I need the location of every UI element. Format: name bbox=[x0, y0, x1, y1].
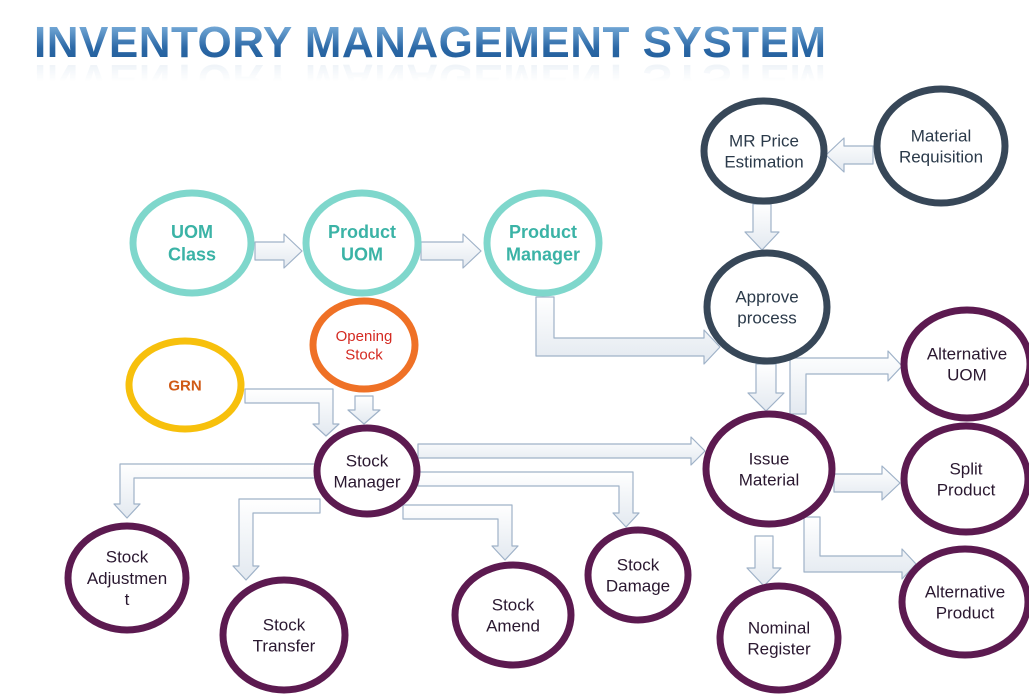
issue-material-circle bbox=[702, 410, 836, 528]
alternative-product-label-1: Alternative bbox=[925, 582, 1005, 601]
alternative-uom-label-2: UOM bbox=[947, 366, 987, 385]
product-uom-label-2: UOM bbox=[341, 245, 383, 265]
node-grn: GRN bbox=[125, 337, 245, 433]
title-block: INVENTORY MANAGEMENT SYSTEM INVENTORY MA… bbox=[34, 18, 827, 104]
product-manager-label-2: Manager bbox=[506, 245, 580, 265]
arrows-layer bbox=[113, 137, 917, 587]
nominal-register-label-2: Register bbox=[747, 640, 811, 659]
arrow-mr-price-to-approve bbox=[744, 203, 780, 251]
stock-manager-circle bbox=[313, 424, 421, 518]
opening-stock-label-2: Stock bbox=[345, 347, 383, 364]
stock-adjustment-label-3: t bbox=[125, 590, 130, 609]
mr-price-estimation-label-2: Estimation bbox=[724, 153, 803, 172]
stock-damage-label-2: Damage bbox=[606, 577, 670, 596]
arrow-stock-manager-to-stock-adjustment bbox=[113, 463, 319, 519]
arrow-issue-material-to-nominal-register bbox=[746, 535, 782, 587]
arrow-stock-manager-to-issue-material bbox=[417, 436, 706, 466]
material-requisition-label-2: Requisition bbox=[899, 148, 983, 167]
stock-amend-label-1: Stock bbox=[492, 595, 535, 614]
approve-process-label-2: process bbox=[737, 309, 797, 328]
issue-material-label-2: Material bbox=[739, 471, 799, 490]
split-product-circle bbox=[900, 422, 1029, 536]
arrow-product-uom-to-product-manager bbox=[420, 233, 482, 269]
mr-price-estimation-circle bbox=[700, 97, 828, 205]
alternative-uom-circle bbox=[900, 306, 1029, 422]
arrow-product-manager-to-approve bbox=[535, 296, 721, 365]
approve-process-label-1: Approve bbox=[735, 287, 798, 306]
product-manager-circle bbox=[483, 189, 603, 297]
arrow-opening-stock-to-stock-manager bbox=[347, 395, 381, 425]
nodes-layer: UOMClassProductUOMProductManagerOpeningS… bbox=[64, 85, 1029, 694]
product-manager-label-1: Product bbox=[509, 222, 577, 242]
arrow-stock-manager-to-stock-amend bbox=[402, 504, 519, 561]
stock-damage-label-1: Stock bbox=[617, 555, 660, 574]
alternative-product-circle bbox=[898, 545, 1029, 659]
stock-adjustment-label-1: Stock bbox=[106, 548, 149, 567]
approve-process-circle bbox=[703, 249, 831, 365]
arrow-approve-to-issue-material bbox=[747, 363, 785, 412]
stock-adjustment-circle bbox=[64, 522, 190, 634]
mr-price-estimation-label-1: MR Price bbox=[729, 131, 799, 150]
arrow-issue-material-to-alternative-product bbox=[803, 516, 917, 580]
uom-class-circle bbox=[129, 189, 255, 297]
arrow-issue-material-to-split-product bbox=[833, 465, 901, 501]
uom-class-label-1: UOM bbox=[171, 222, 213, 242]
arrow-uom-class-to-product-uom bbox=[254, 233, 303, 269]
stock-transfer-circle bbox=[219, 576, 349, 694]
stock-transfer-label-1: Stock bbox=[263, 615, 306, 634]
split-product-label-2: Product bbox=[937, 481, 996, 500]
arrow-material-requisition-to-mr-price bbox=[825, 137, 874, 173]
arrow-grn-to-stock-manager bbox=[244, 388, 340, 437]
arrow-stock-manager-to-stock-transfer bbox=[232, 498, 321, 581]
nominal-register-circle bbox=[716, 582, 842, 694]
arrow-issue-material-to-alternative-uom bbox=[789, 350, 903, 415]
stock-manager-label-1: Stock bbox=[346, 451, 389, 470]
uom-class-label-2: Class bbox=[168, 245, 216, 265]
opening-stock-label-1: Opening bbox=[336, 328, 393, 345]
product-uom-label-1: Product bbox=[328, 222, 396, 242]
stock-manager-label-2: Manager bbox=[333, 473, 400, 492]
stock-damage-circle bbox=[584, 526, 692, 624]
page-title: INVENTORY MANAGEMENT SYSTEM bbox=[34, 18, 827, 67]
nominal-register-label-1: Nominal bbox=[748, 618, 810, 637]
split-product-label-1: Split bbox=[949, 459, 982, 478]
issue-material-label-1: Issue bbox=[749, 449, 790, 468]
stock-transfer-label-2: Transfer bbox=[253, 637, 316, 656]
grn-circle bbox=[125, 337, 245, 433]
product-uom-circle bbox=[302, 189, 422, 297]
grn-label-1: GRN bbox=[168, 377, 201, 394]
node-uom-class: UOM Class bbox=[129, 189, 255, 297]
stock-amend-label-2: Amend bbox=[486, 617, 540, 636]
stock-adjustment-label-2: Adjustmen bbox=[87, 569, 167, 588]
opening-stock-circle bbox=[309, 297, 419, 393]
alternative-uom-label-1: Alternative bbox=[927, 344, 1007, 363]
arrow-stock-manager-to-stock-damage bbox=[417, 471, 640, 528]
material-requisition-label-1: Material bbox=[911, 126, 971, 145]
material-requisition-circle bbox=[873, 85, 1009, 207]
stock-amend-circle bbox=[451, 561, 575, 669]
alternative-product-label-2: Product bbox=[936, 604, 995, 623]
node-approve-process: Approve process bbox=[703, 249, 831, 365]
